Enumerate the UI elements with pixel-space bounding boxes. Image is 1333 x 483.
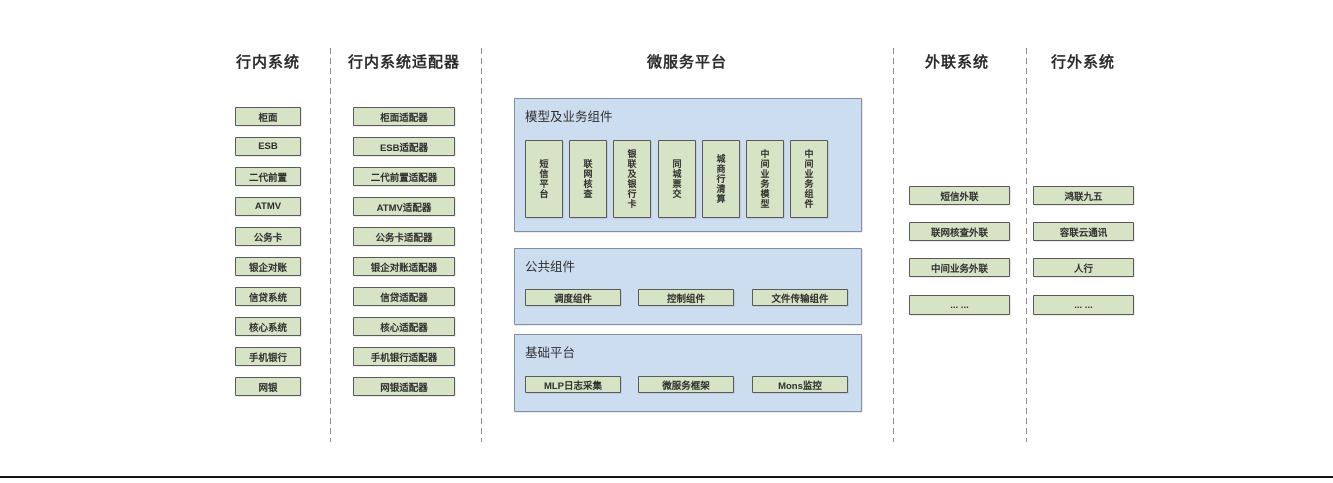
column-header-internal-adapters: 行内系统适配器 xyxy=(347,54,460,71)
column-header-external-systems: 行外系统 xyxy=(1050,54,1115,71)
model-component-node: 联网核查 xyxy=(569,140,607,218)
column-divider xyxy=(1026,48,1027,442)
panel-model-business-components: 模型及业务组件 短信平台 联网核查 银联及银行卡 同城票交 城商行清算 中间业务… xyxy=(514,98,862,232)
internal-system-node: ESB xyxy=(235,137,301,156)
internal-system-node: 银企对账 xyxy=(235,257,301,276)
panel-title: 基础平台 xyxy=(525,346,576,360)
base-platform-node: MLP日志采集 xyxy=(525,376,621,393)
adapter-node: 柜面适配器 xyxy=(353,107,455,126)
internal-system-node: ATMV xyxy=(235,197,301,216)
common-component-node: 控制组件 xyxy=(638,289,734,306)
common-component-node: 文件传输组件 xyxy=(752,289,848,306)
column-header-internal-systems: 行内系统 xyxy=(235,54,300,71)
external-node: ... ... xyxy=(1033,295,1134,315)
base-platform-node: 微服务框架 xyxy=(638,376,734,393)
column-divider xyxy=(893,48,894,442)
internal-system-node: 柜面 xyxy=(235,107,301,126)
column-header-microservice-platform: 微服务平台 xyxy=(646,54,727,71)
panel-base-platform: 基础平台 MLP日志采集 微服务框架 Mons监控 xyxy=(514,334,862,412)
adapter-node: 核心适配器 xyxy=(353,317,455,336)
internal-system-node: 信贷系统 xyxy=(235,287,301,306)
bottom-rule xyxy=(0,476,1333,478)
adapter-node: 二代前置适配器 xyxy=(353,167,455,186)
adapter-node: ATMV适配器 xyxy=(353,197,455,216)
adapter-node: 公务卡适配器 xyxy=(353,227,455,246)
internal-system-node: 二代前置 xyxy=(235,167,301,186)
internal-system-node: 网银 xyxy=(235,377,301,396)
external-node: 人行 xyxy=(1033,258,1134,277)
adapter-node: 银企对账适配器 xyxy=(353,257,455,276)
outreach-node: 联网核查外联 xyxy=(909,222,1010,241)
internal-system-node: 公务卡 xyxy=(235,227,301,246)
common-component-node: 调度组件 xyxy=(525,289,621,306)
panel-title: 模型及业务组件 xyxy=(525,110,613,124)
external-node: 鸿联九五 xyxy=(1033,186,1134,205)
base-platform-node: Mons监控 xyxy=(752,376,848,393)
panel-common-components: 公共组件 调度组件 控制组件 文件传输组件 xyxy=(514,248,862,325)
internal-system-node: 核心系统 xyxy=(235,317,301,336)
adapter-node: 信贷适配器 xyxy=(353,287,455,306)
column-divider xyxy=(330,48,331,442)
panel-title: 公共组件 xyxy=(525,260,576,274)
model-component-node: 中间业务模型 xyxy=(746,140,784,218)
outreach-node: 短信外联 xyxy=(909,186,1010,205)
model-component-node: 中间业务组件 xyxy=(790,140,828,218)
model-component-node: 短信平台 xyxy=(525,140,563,218)
external-node: 容联云通讯 xyxy=(1033,222,1134,241)
adapter-node: ESB适配器 xyxy=(353,137,455,156)
outreach-node: ... ... xyxy=(909,295,1010,315)
internal-system-node: 手机银行 xyxy=(235,347,301,366)
column-header-outreach-systems: 外联系统 xyxy=(924,54,989,71)
model-component-node: 银联及银行卡 xyxy=(613,140,651,218)
adapter-node: 手机银行适配器 xyxy=(353,347,455,366)
outreach-node: 中间业务外联 xyxy=(909,258,1010,277)
column-divider xyxy=(481,48,482,442)
model-component-node: 同城票交 xyxy=(658,140,696,218)
adapter-node: 网银适配器 xyxy=(353,377,455,396)
model-component-node: 城商行清算 xyxy=(702,140,740,218)
